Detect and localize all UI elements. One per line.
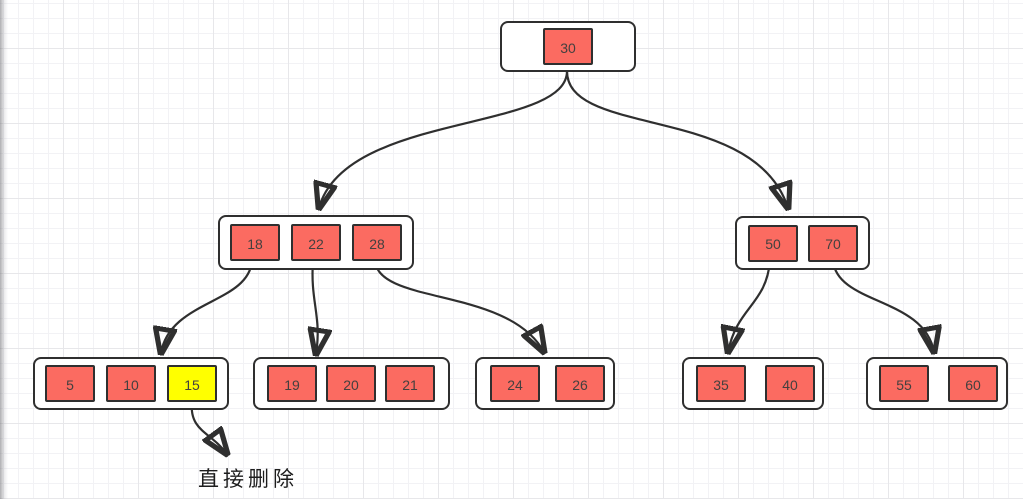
key-20[interactable]: 20 [326,365,376,402]
key-30[interactable]: 30 [543,28,593,65]
key-15-highlighted[interactable]: 15 [167,365,217,402]
key-55[interactable]: 55 [879,365,929,402]
edge-50-to-leaf4[interactable] [728,260,772,352]
tree-node-leaf-2[interactable]: 19 20 21 [253,357,450,410]
key-60[interactable]: 60 [948,365,998,402]
key-10[interactable]: 10 [106,365,156,402]
key-70[interactable]: 70 [808,224,858,262]
tree-node-leaf-5[interactable]: 55 60 [866,357,1008,410]
edge-18-to-leaf1[interactable] [161,260,254,353]
edge-22-to-leaf2[interactable] [313,260,318,354]
key-28[interactable]: 28 [352,224,402,261]
edge-root-to-internal-left[interactable] [319,70,569,208]
annotation-delete-label[interactable]: 直接删除 [198,467,298,491]
key-18[interactable]: 18 [230,224,280,261]
edge-root-to-internal-right[interactable] [565,70,788,208]
edge-70-to-leaf5[interactable] [831,260,934,352]
key-26[interactable]: 26 [555,365,605,402]
tree-node-leaf-1[interactable]: 5 10 15 [33,357,229,410]
tree-node-internal-right[interactable]: 50 70 [735,216,870,270]
key-19[interactable]: 19 [267,365,317,402]
key-50[interactable]: 50 [748,224,798,262]
tree-node-root[interactable]: 30 [500,21,636,72]
tree-node-internal-left[interactable]: 18 22 28 [218,215,414,270]
key-5[interactable]: 5 [45,365,95,402]
key-40[interactable]: 40 [765,365,815,402]
key-21[interactable]: 21 [385,365,435,402]
key-22[interactable]: 22 [291,224,341,261]
key-24[interactable]: 24 [490,365,540,402]
edge-28-to-leaf3[interactable] [373,260,544,352]
key-35[interactable]: 35 [696,365,746,402]
tree-node-leaf-4[interactable]: 35 40 [682,357,824,410]
tree-node-leaf-3[interactable]: 24 26 [475,357,615,410]
